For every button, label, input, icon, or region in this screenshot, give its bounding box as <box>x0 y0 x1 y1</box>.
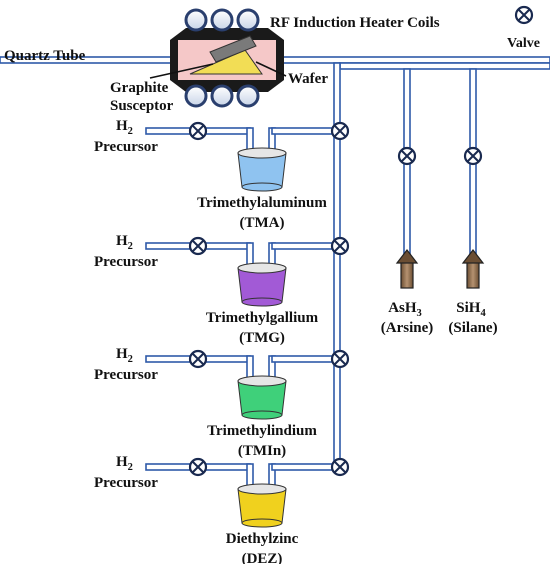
precursor-name: Trimethylgallium <box>206 310 319 326</box>
valve-legend: Valve <box>507 5 540 51</box>
pipe-segment <box>271 463 335 471</box>
manifold-valve[interactable] <box>330 121 350 141</box>
coil-bottom-2 <box>210 84 234 108</box>
pipe-segment <box>246 463 254 487</box>
inlet-valve[interactable] <box>188 236 208 256</box>
wafer-shape <box>209 35 257 63</box>
coil-bottom-1 <box>184 84 208 108</box>
gas-name: (Arsine) <box>381 320 434 336</box>
precursor-abbr: (DEZ) <box>242 551 283 564</box>
precursor-label: Precursor <box>94 367 158 383</box>
heater-label: RF Induction Heater Coils <box>270 15 440 31</box>
coil-top-1 <box>184 8 208 32</box>
manifold-top-line <box>339 62 550 70</box>
gas-formula: SiH4 <box>456 300 486 319</box>
susceptor-label: Susceptor <box>110 98 174 114</box>
h2-label: H2 <box>116 454 133 473</box>
pipe-segment <box>246 127 254 151</box>
gas-source: AsH3(Arsine) <box>381 146 434 336</box>
h2-label: H2 <box>116 118 133 137</box>
pipe-segment <box>246 242 254 266</box>
manifold-valve[interactable] <box>330 236 350 256</box>
precursor-abbr: (TMG) <box>239 330 285 346</box>
precursor-abbr: (TMIn) <box>238 443 286 459</box>
precursor-abbr: (TMA) <box>240 215 285 231</box>
gas-formula: AsH3 <box>388 300 422 319</box>
graphite-susceptor <box>189 49 263 75</box>
graphite-label: Graphite <box>110 80 169 96</box>
reactor-chamber <box>149 8 287 108</box>
coil-top-3 <box>236 8 260 32</box>
precursor-label: Precursor <box>94 139 158 155</box>
inlet-valve[interactable] <box>188 349 208 369</box>
gas-name: (Silane) <box>448 320 497 336</box>
gas-source: SiH4(Silane) <box>448 146 498 336</box>
precursor-name: Trimethylaluminum <box>197 195 327 211</box>
precursor-name: Trimethylindium <box>207 423 317 439</box>
precursor-bubbler <box>237 262 287 307</box>
pipe-segment <box>145 242 191 250</box>
manifold-valve[interactable] <box>330 457 350 477</box>
gas-valve[interactable] <box>463 146 483 166</box>
gas-inlet-arrow <box>461 249 485 289</box>
pipe-segment <box>145 127 191 135</box>
wafer-leader <box>255 61 287 77</box>
gas-inlet-arrow <box>395 249 419 289</box>
manifold-valve[interactable] <box>330 349 350 369</box>
inlet-valve[interactable] <box>188 121 208 141</box>
susceptor-leader <box>149 63 214 79</box>
pipe-segment <box>271 127 335 135</box>
precursor-bubbler <box>237 375 287 420</box>
quartz-tube-label: Quartz Tube <box>4 48 86 64</box>
coil-top-2 <box>210 8 234 32</box>
coil-bottom-3 <box>236 84 260 108</box>
pipe-segment <box>145 463 191 471</box>
pipe-segment <box>145 355 191 363</box>
precursor-bubbler <box>237 483 287 528</box>
precursor-label: Precursor <box>94 475 158 491</box>
gas-valve[interactable] <box>397 146 417 166</box>
h2-label: H2 <box>116 346 133 365</box>
pipe-segment <box>271 355 335 363</box>
precursor-name: Diethylzinc <box>226 531 299 547</box>
inlet-valve[interactable] <box>188 457 208 477</box>
precursor-label: Precursor <box>94 254 158 270</box>
valve-legend-label: Valve <box>507 36 540 51</box>
pipe-segment <box>246 355 254 379</box>
precursor-bubbler <box>237 147 287 192</box>
wafer-label: Wafer <box>288 71 328 87</box>
h2-label: H2 <box>116 233 133 252</box>
pipe-segment <box>271 242 335 250</box>
